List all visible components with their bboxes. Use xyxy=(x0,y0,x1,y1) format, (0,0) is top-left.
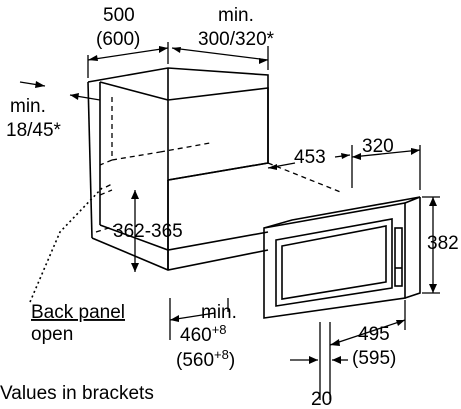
niche-height-label: 362-365 xyxy=(113,221,183,242)
footnote-label: Values in brackets xyxy=(0,383,154,404)
depth-453-label: 453 xyxy=(294,147,326,168)
top-clearance-label-1: min. xyxy=(218,5,254,26)
top-clearance-label-2: 300/320* xyxy=(198,29,275,50)
width-595-label: (595) xyxy=(352,348,396,369)
niche-depth-560-tolerance: +8 xyxy=(214,347,229,362)
back-panel-open-label: open xyxy=(31,324,73,345)
back-panel-leader xyxy=(29,186,104,303)
niche-depth-560: (560 xyxy=(176,350,214,371)
niche-depth-460-tolerance: +8 xyxy=(212,322,227,337)
width-top-alt-label: (600) xyxy=(96,29,140,50)
hidden-lines xyxy=(95,97,344,233)
niche-depth-460: 460 xyxy=(180,325,212,346)
microwave-oven xyxy=(263,196,421,319)
niche-depth-min-label: min. xyxy=(201,302,237,323)
height-382-label: 382 xyxy=(427,233,459,254)
thickness-20-label: 20 xyxy=(311,389,332,409)
width-top-label: 500 xyxy=(103,5,135,26)
depth-320-label: 320 xyxy=(362,136,394,157)
niche-depth-460-line: 460+8 xyxy=(180,322,227,346)
side-clearance-label-2: 18/45* xyxy=(6,120,62,141)
width-495-label: 495 xyxy=(358,324,390,345)
upper-cabinet xyxy=(99,68,269,225)
niche-opening xyxy=(99,162,269,270)
niche-depth-560-line: (560+8) xyxy=(176,347,235,371)
side-clearance-label-1: min. xyxy=(10,96,46,117)
niche-depth-560-close: ) xyxy=(229,350,235,371)
arrowheads xyxy=(35,46,437,364)
back-panel-label: Back panel xyxy=(31,302,125,323)
